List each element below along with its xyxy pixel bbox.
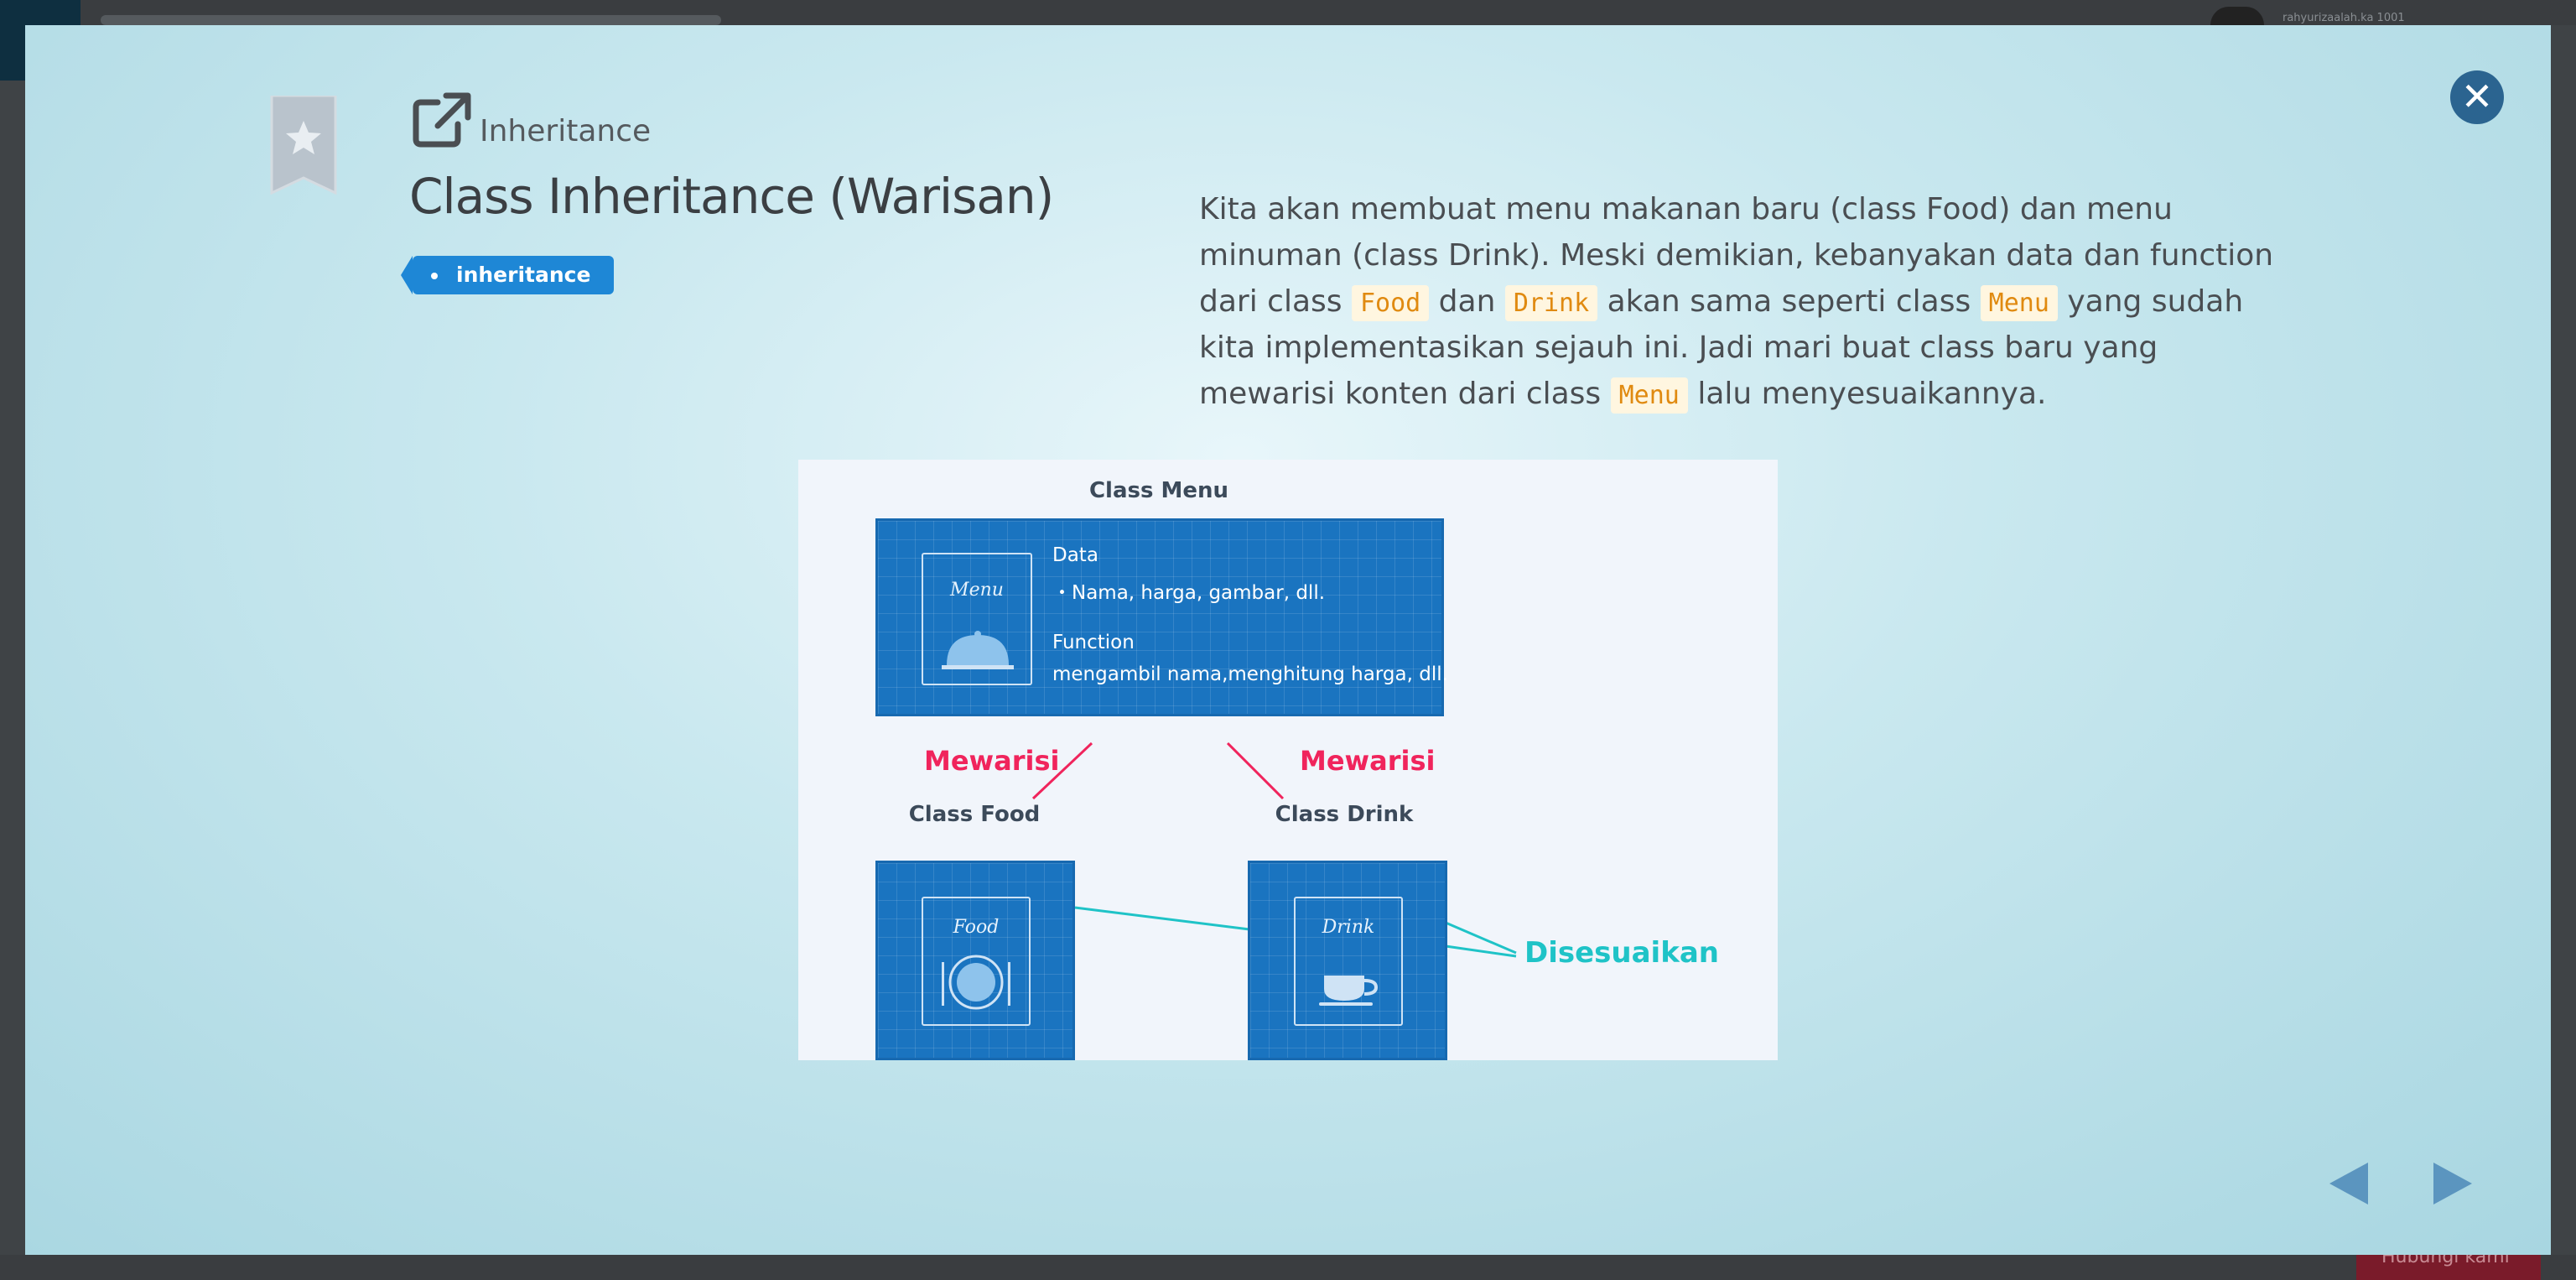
page-title: Class Inheritance (Warisan) xyxy=(409,168,1054,225)
class-menu-title: Class Menu xyxy=(1088,478,1229,503)
breadcrumb[interactable]: Inheritance xyxy=(480,114,652,148)
plate-cutlery-icon xyxy=(942,955,1010,1010)
function-label: Function xyxy=(1052,632,1135,653)
desc-text-2: dan xyxy=(1429,284,1505,319)
code-drink: Drink xyxy=(1504,285,1598,321)
next-arrow-icon[interactable] xyxy=(2432,1161,2474,1206)
desc-text-5: lalu menyesuaikannya. xyxy=(1687,377,2047,411)
data-label: Data xyxy=(1052,544,1098,566)
coffee-cup-icon xyxy=(1319,976,1379,1006)
drink-book-label: Drink xyxy=(1322,917,1375,938)
lesson-modal: Inheritance Class Inheritance (Warisan) … xyxy=(25,25,2551,1255)
background-search-bar xyxy=(101,15,721,25)
diagram-connectors xyxy=(1031,741,1517,958)
close-button[interactable]: ✕ xyxy=(2450,70,2504,124)
description-paragraph: Kita akan membuat menu makanan baru (cla… xyxy=(1199,186,2281,417)
tag-dot xyxy=(431,273,438,279)
desc-text-1: Kita akan membuat menu makanan baru (cla… xyxy=(1199,192,2274,319)
food-book-label: Food xyxy=(953,917,1000,938)
drink-book-icon: Drink xyxy=(1294,897,1403,1026)
class-drink-box: Drink xyxy=(1248,861,1447,1060)
disesuaikan-label: Disesuaikan xyxy=(1524,936,1719,970)
desc-text-3: akan sama seperti class xyxy=(1597,284,1981,319)
desc-text-4: yang sudah kita implementasikan sejauh i… xyxy=(1199,284,2244,411)
close-icon: ✕ xyxy=(2460,74,2494,119)
tag-inheritance[interactable]: inheritance xyxy=(400,256,615,294)
class-drink-title: Class Drink xyxy=(1275,802,1414,827)
class-menu-box: Menu Data ・Nama, harga, gambar, dll. Fun… xyxy=(875,518,1448,716)
food-book-icon: Food xyxy=(922,897,1031,1026)
function-item: mengambil nama,menghitung harga, dll. xyxy=(1052,663,1448,685)
bookmark-star-icon[interactable] xyxy=(268,96,339,195)
menu-book-icon: Menu xyxy=(922,553,1032,685)
tag-label: inheritance xyxy=(456,263,591,287)
previous-arrow-icon[interactable] xyxy=(2328,1161,2370,1206)
code-menu-2: Menu xyxy=(1610,377,1688,414)
background-bottombar xyxy=(0,1255,2576,1280)
background-avatar xyxy=(2210,7,2264,25)
background-username: rahyurizaalah.ka 1001 xyxy=(2283,12,2405,24)
data-item: ・Nama, harga, gambar, dll. xyxy=(1052,582,1326,604)
mewarisi-right-label: Mewarisi xyxy=(1300,745,1436,777)
class-food-title: Class Food xyxy=(908,802,1041,827)
mewarisi-left-label: Mewarisi xyxy=(924,745,1060,777)
inheritance-diagram: Class Menu Menu Data ・Nama, harga, gamba… xyxy=(798,460,1778,1060)
menu-book-label: Menu xyxy=(950,580,1004,601)
external-link-icon[interactable] xyxy=(413,92,471,148)
cloche-icon xyxy=(942,631,1014,669)
code-food: Food xyxy=(1351,285,1430,321)
code-menu: Menu xyxy=(1980,285,2058,321)
class-food-box: Food xyxy=(875,861,1075,1060)
